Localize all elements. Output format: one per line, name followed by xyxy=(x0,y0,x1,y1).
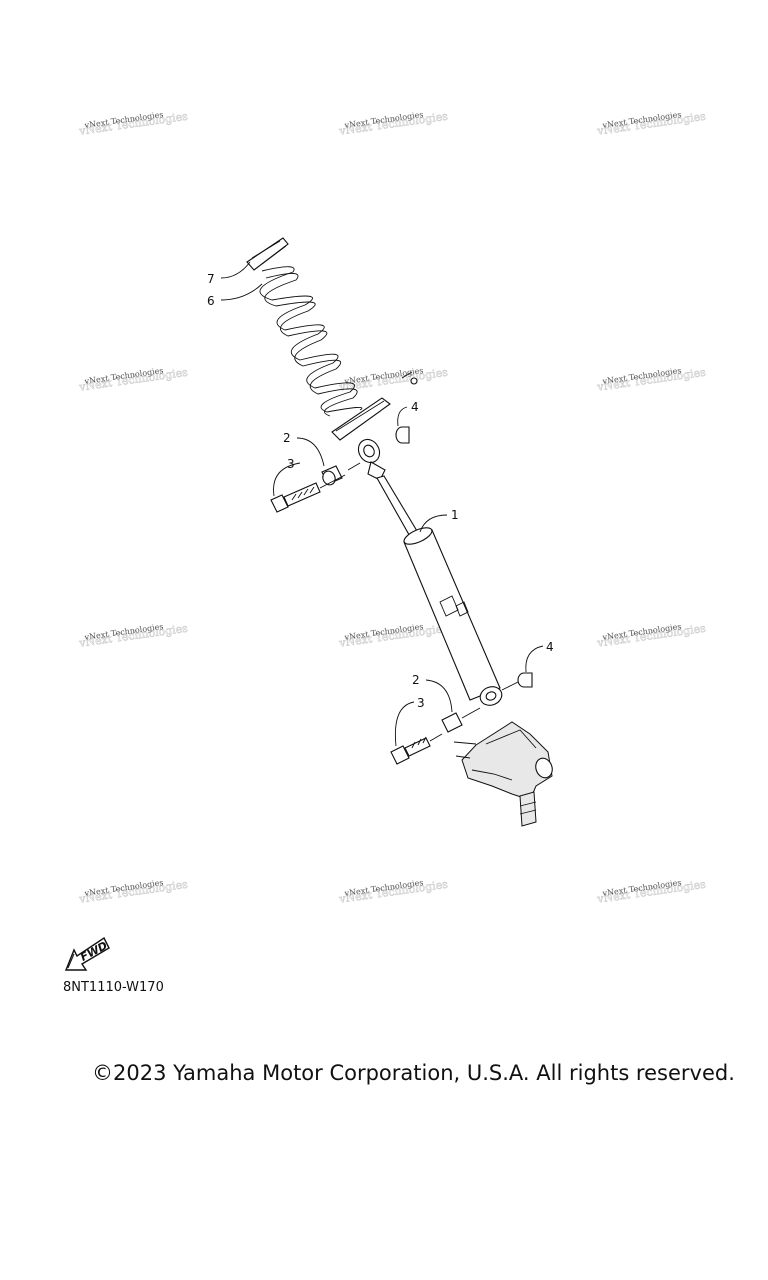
watermark: vNext Technologies vNext Technologies xyxy=(77,365,189,394)
watermark: vNext Technologies vNext Technologies xyxy=(337,877,449,906)
lower-part-4-bushing[interactable] xyxy=(517,672,533,688)
part-1-shock-absorber[interactable] xyxy=(354,436,504,709)
part-7-spring-retainer[interactable] xyxy=(246,237,289,271)
svg-text:3: 3 xyxy=(417,696,425,710)
callout-3-bottom: 3 xyxy=(394,696,425,747)
callout-6: 6 xyxy=(207,283,263,308)
watermark: vNext Technologies vNext Technologies xyxy=(77,877,189,906)
callout-4-top: 4 xyxy=(397,400,419,427)
callout-7: 7 xyxy=(207,261,251,286)
svg-text:4: 4 xyxy=(546,640,554,654)
upper-part-3-bolt[interactable] xyxy=(270,482,321,513)
callout-1: 1 xyxy=(419,508,459,533)
upper-part-4-bushing[interactable] xyxy=(395,426,410,444)
callout-2-top: 2 xyxy=(283,431,325,467)
watermark: vNext Technologies vNext Technologies xyxy=(77,109,189,138)
upper-part-2-collar[interactable] xyxy=(321,465,343,487)
callout-2-bottom: 2 xyxy=(412,673,453,713)
lower-part-3-bolt[interactable] xyxy=(390,736,431,765)
svg-text:3: 3 xyxy=(287,457,295,471)
watermark: vNext Technologies vNext Technologies xyxy=(337,109,449,138)
watermark: vNext Technologies vNext Technologies xyxy=(595,109,707,138)
lower-arm-knuckle xyxy=(453,721,553,827)
part-6-coil-spring[interactable] xyxy=(259,266,363,417)
watermark-grid: vNext Technologies vNext Technologies vN… xyxy=(77,109,707,906)
fwd-arrow-icon: FWD xyxy=(64,936,110,971)
svg-text:6: 6 xyxy=(207,294,215,308)
watermark: vNext Technologies vNext Technologies xyxy=(595,877,707,906)
svg-text:2: 2 xyxy=(283,431,291,445)
svg-text:2: 2 xyxy=(412,673,420,687)
svg-text:1: 1 xyxy=(451,508,459,522)
watermark: vNext Technologies vNext Technologies xyxy=(77,621,189,650)
diagram-code: 8NT1110-W170 xyxy=(63,980,164,995)
copyright-notice: ©2023 Yamaha Motor Corporation, U.S.A. A… xyxy=(92,1061,735,1085)
watermark: vNext Technologies vNext Technologies xyxy=(595,365,707,394)
callout-3-top: 3 xyxy=(273,457,301,497)
lower-part-2-collar[interactable] xyxy=(441,712,463,733)
watermark: vNext Technologies vNext Technologies xyxy=(595,621,707,650)
callout-4-bottom: 4 xyxy=(525,640,554,673)
svg-text:4: 4 xyxy=(411,400,419,414)
spring-lower-seat[interactable] xyxy=(331,371,418,441)
watermark: vNext Technologies vNext Technologies xyxy=(337,621,449,650)
svg-text:FWD: FWD xyxy=(78,939,110,964)
svg-text:7: 7 xyxy=(207,272,215,286)
